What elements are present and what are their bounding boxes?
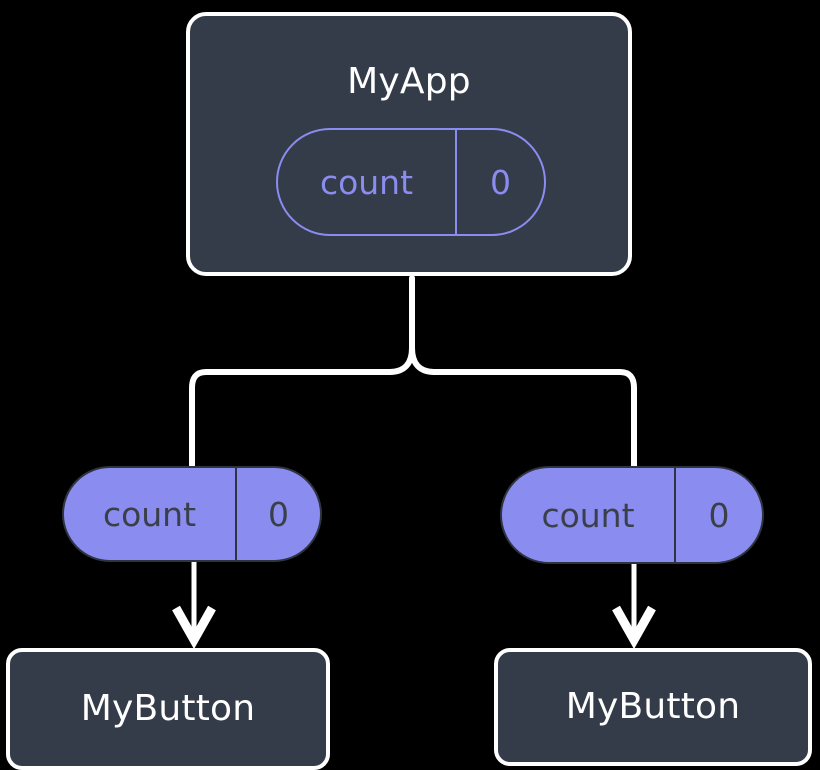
arrowhead-right	[612, 605, 656, 650]
widget-node-mybutton-right[interactable]: MyButton	[494, 648, 812, 766]
state-pill-branch-right-key: count	[541, 495, 635, 535]
state-pill-branch-left[interactable]: count 0	[62, 466, 322, 562]
edge-root-fork-right	[409, 345, 637, 469]
state-pill-root-value: 0	[455, 130, 544, 234]
state-pill-branch-left-value: 0	[235, 468, 320, 560]
state-pill-branch-right[interactable]: count 0	[500, 466, 764, 564]
arrowhead-left	[172, 605, 216, 650]
state-pill-branch-right-value: 0	[674, 468, 762, 562]
state-pill-branch-left-key: count	[102, 494, 197, 534]
widget-node-mybutton-left[interactable]: MyButton	[6, 648, 330, 770]
widget-node-myapp-label: MyApp	[347, 61, 471, 102]
widget-node-mybutton-right-label: MyButton	[565, 686, 741, 727]
edge-root-fork	[189, 275, 415, 469]
state-pill-root-key: count	[319, 162, 414, 202]
state-pill-root[interactable]: count 0	[276, 128, 546, 236]
widget-node-mybutton-left-label: MyButton	[80, 688, 256, 729]
